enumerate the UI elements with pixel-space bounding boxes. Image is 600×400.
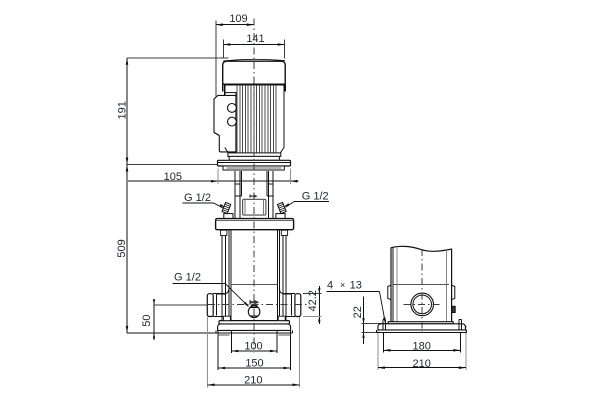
svg-text:150: 150 (245, 358, 263, 370)
svg-text:141: 141 (246, 33, 264, 45)
svg-text:22: 22 (352, 306, 364, 318)
svg-text:G 1/2: G 1/2 (174, 271, 201, 283)
svg-text:105: 105 (164, 171, 182, 183)
svg-text:50: 50 (141, 314, 153, 326)
svg-text:×: × (340, 280, 345, 290)
svg-text:191: 191 (116, 101, 128, 119)
svg-text:109: 109 (229, 13, 247, 25)
svg-text:13: 13 (350, 280, 362, 292)
svg-text:G 1/2: G 1/2 (302, 191, 329, 203)
svg-text:509: 509 (116, 239, 128, 257)
svg-text:180: 180 (413, 340, 431, 352)
svg-text:100: 100 (244, 340, 262, 352)
svg-text:210: 210 (413, 358, 431, 370)
svg-text:42.2: 42.2 (307, 290, 319, 311)
svg-text:210: 210 (244, 375, 262, 387)
svg-text:G 1/2: G 1/2 (184, 192, 211, 204)
svg-text:4: 4 (327, 280, 333, 292)
